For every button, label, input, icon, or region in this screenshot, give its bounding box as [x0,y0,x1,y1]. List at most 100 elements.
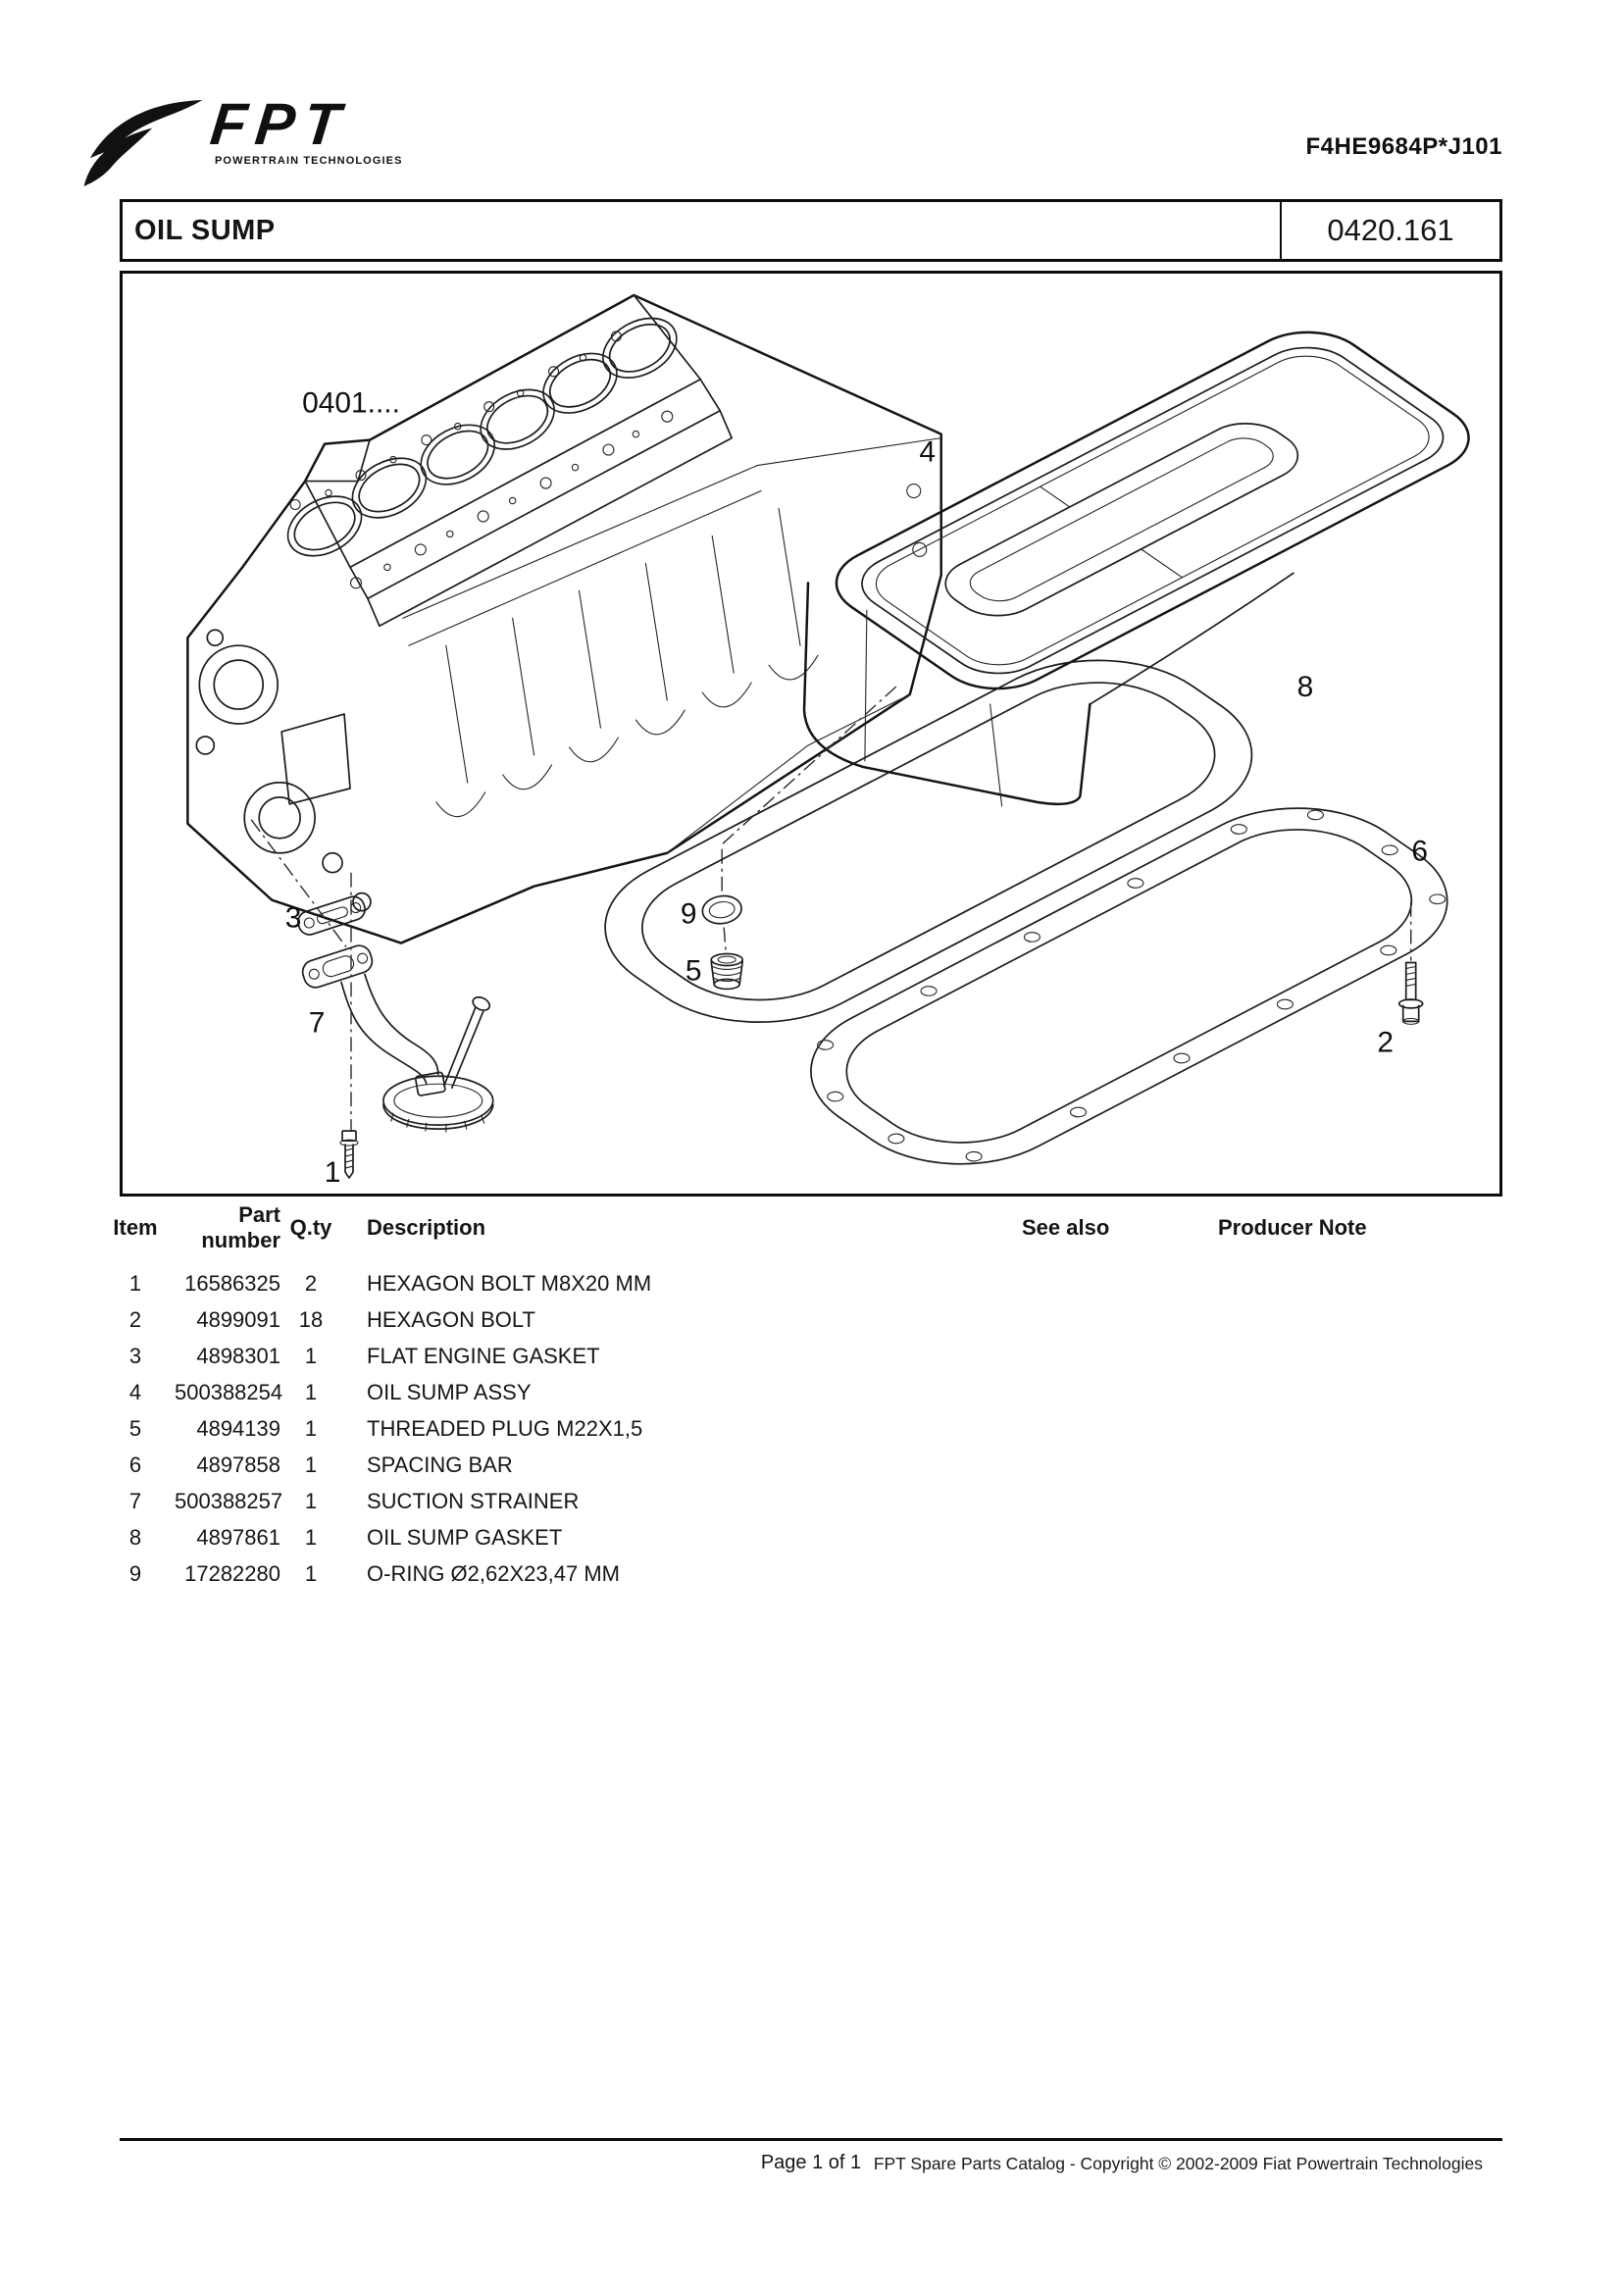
cell-qty: 1 [304,1452,318,1477]
cell-producer_note [1218,1447,1514,1483]
cell-qty: 1 [304,1524,318,1550]
cell-part_number: 4894139 [196,1415,280,1441]
cell-description: HEXAGON BOLT M8X20 MM [367,1270,652,1296]
column-header-part_number: Part number [201,1202,280,1252]
cell-see_also [1022,1374,1218,1410]
parts-table: Item Part number Q.ty Description See also Pr… [96,1202,1514,1592]
section-code: 0420.161 [1280,202,1499,259]
header-row: Item Part number Q.ty Description See also Pr… [96,1202,1514,1253]
cell-producer_note [1218,1301,1514,1338]
document-code: F4HE9684P*J101 [1305,133,1502,160]
leader-lines [250,686,1412,1132]
suction-strainer-drawing [301,944,494,1133]
cell-part_number: 4897858 [196,1452,280,1477]
parts-table-section: Item Part number Q.ty Description See also Pr… [96,1202,1489,1592]
cell-part_number: 500388254 [175,1379,283,1404]
table-row: 6 4897858 1 SPACING BAR [96,1447,1514,1483]
cell-see_also [1022,1519,1218,1555]
cell-see_also [1022,1338,1218,1374]
cell-item: 1 [128,1270,142,1296]
callout-item-3: 3 [285,902,302,935]
copyright-text: FPT Spare Parts Catalog - Copyright © 20… [873,2154,1483,2173]
fpt-logo-text: FPT POWERTRAIN TECHNOLOGIES [208,91,403,167]
cell-item: 8 [128,1524,142,1550]
callout-item-6: 6 [1411,836,1428,868]
cell-producer_note [1218,1519,1514,1555]
cell-description: HEXAGON BOLT [367,1306,535,1332]
cell-item: 6 [128,1452,142,1477]
cell-producer_note [1218,1265,1514,1301]
cell-item: 9 [128,1560,142,1586]
parts-diagram-panel: 0401.... 4 8 6 2 9 5 3 7 1 [120,271,1502,1197]
column-header-producer_note: Producer Note [1218,1215,1367,1240]
cell-see_also [1022,1447,1218,1483]
cell-see_also [1022,1410,1218,1447]
cell-description: OIL SUMP ASSY [367,1379,532,1404]
column-header-qty: Q.ty [289,1215,332,1240]
callout-item-2: 2 [1377,1026,1394,1058]
cell-qty: 1 [304,1560,318,1586]
callout-item-8: 8 [1297,671,1314,703]
callout-item-5: 5 [685,954,702,987]
flat-engine-gasket-drawing [297,895,366,936]
cell-item: 4 [128,1379,142,1404]
callout-item-4: 4 [919,436,936,469]
parts-diagram: 0401.... 4 8 6 2 9 5 3 7 1 [186,293,1499,1194]
threaded-plug-drawing [710,952,743,991]
callout-item-9: 9 [681,898,697,931]
callout-ref-0401: 0401.... [302,387,400,420]
cell-description: O-RING Ø2,62X23,47 MM [367,1560,620,1586]
bolt-2-drawing [1397,961,1424,1025]
cell-part_number: 4899091 [196,1306,280,1332]
logo-tagline: POWERTRAIN TECHNOLOGIES [215,155,403,167]
callout-labels: 0401.... 4 8 6 2 9 5 3 7 1 [285,387,1428,1189]
column-header-description: Description [367,1215,486,1240]
cell-description: FLAT ENGINE GASKET [367,1343,600,1368]
cell-producer_note [1218,1338,1514,1374]
fpt-swoosh-icon [83,100,203,186]
cell-see_also [1022,1265,1218,1301]
oil-sump-drawing [802,318,1494,807]
oil-sump-gasket-drawing [554,630,1303,1053]
cell-item: 5 [128,1415,142,1441]
cell-producer_note [1218,1374,1514,1410]
cell-qty: 1 [304,1415,318,1441]
column-header-item: Item [113,1215,158,1240]
o-ring-drawing [701,894,742,925]
engine-block-drawing [186,293,942,944]
callout-item-1: 1 [325,1156,341,1189]
cell-part_number: 500388257 [175,1488,283,1513]
cell-producer_note [1218,1555,1514,1592]
spacing-bar-drawing [763,780,1496,1194]
page-title: OIL SUMP [134,214,276,246]
cell-item: 7 [128,1488,142,1513]
bolt-1-drawing [339,1130,359,1179]
cell-item: 3 [128,1343,142,1368]
table-row: 8 4897861 1 OIL SUMP GASKET [96,1519,1514,1555]
column-header-see_also: See also [1022,1215,1110,1240]
cell-description: SPACING BAR [367,1452,513,1477]
cell-part_number: 17282280 [184,1560,280,1586]
cell-see_also [1022,1555,1218,1592]
cell-see_also [1022,1301,1218,1338]
cell-description: OIL SUMP GASKET [367,1524,563,1550]
cell-producer_note [1218,1483,1514,1519]
cell-qty: 2 [304,1270,318,1296]
cell-qty: 18 [298,1306,324,1332]
cell-item: 2 [128,1306,142,1332]
fpt-logo: FPT POWERTRAIN TECHNOLOGIES [83,91,403,188]
cell-part_number: 4897861 [196,1524,280,1550]
cell-description: THREADED PLUG M22X1,5 [367,1415,643,1441]
cell-qty: 1 [304,1488,318,1513]
callout-item-7: 7 [309,1006,326,1039]
cell-description: SUCTION STRAINER [367,1488,580,1513]
page-indicator: Page 1 of 1 [760,2152,862,2173]
cell-producer_note [1218,1410,1514,1447]
cell-see_also [1022,1483,1218,1519]
page-footer: Page 1 of 1 FPT Spare Parts Catalog - Co… [120,2138,1502,2190]
